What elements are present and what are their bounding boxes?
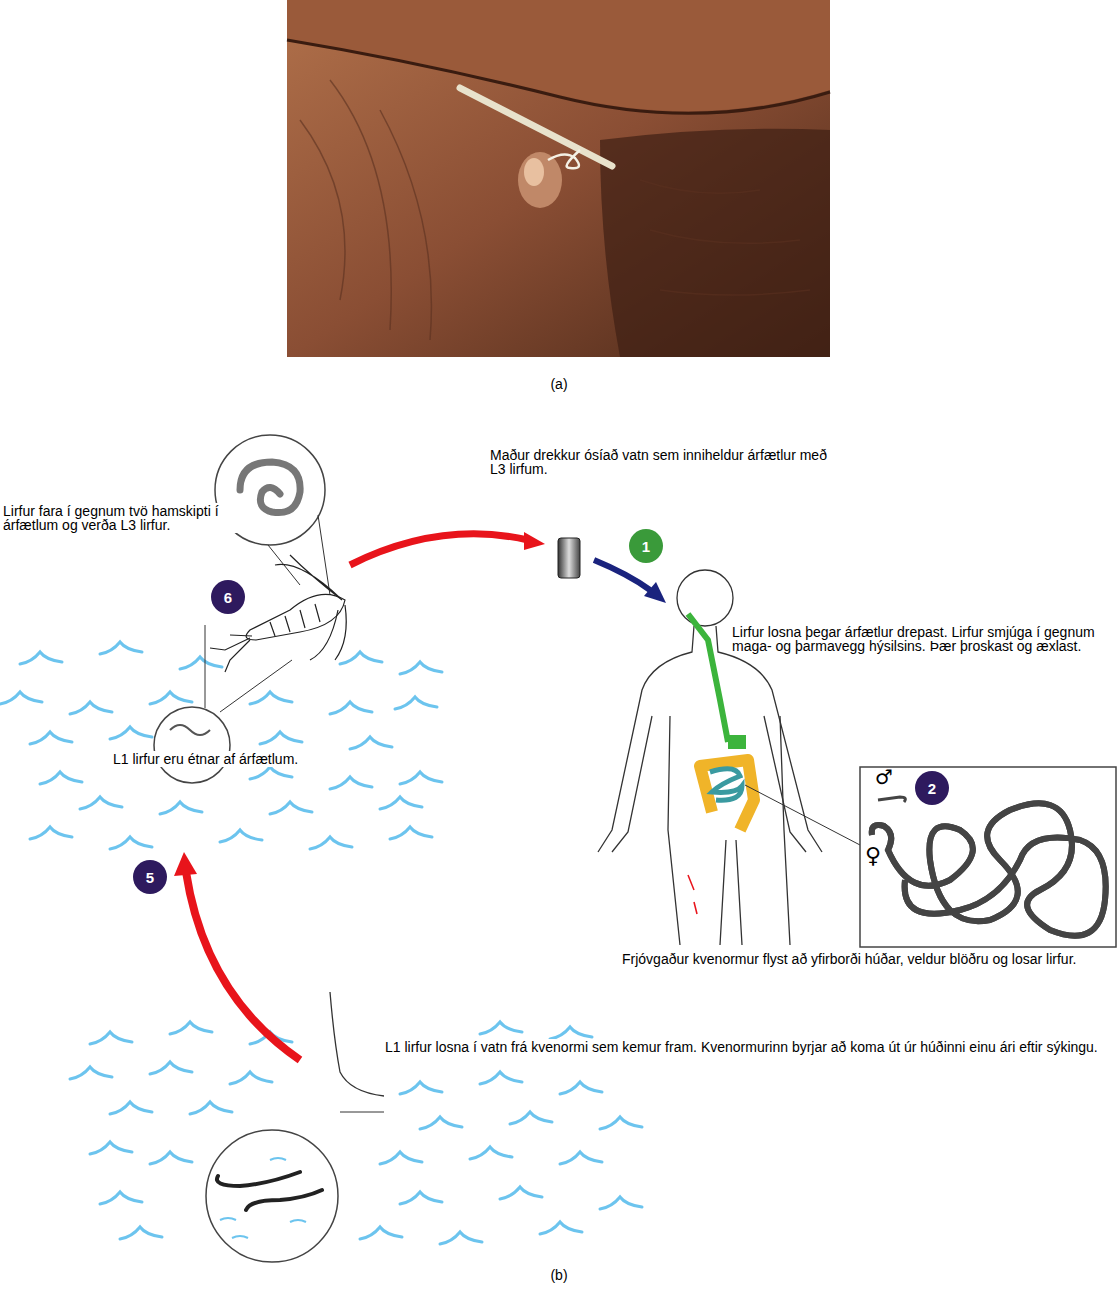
callout-circle: 1: [629, 529, 663, 563]
figure-label: (b): [529, 1267, 589, 1283]
step-note: Frjóvgaður kvenormur flyst að yfirborði …: [620, 951, 1114, 967]
callout-number: 1: [629, 538, 663, 555]
female-worm: [872, 803, 1106, 935]
sex-symbol: ♀: [863, 844, 889, 868]
step-note: L1 lirfur losna í vatn frá kvenormi sem …: [383, 1039, 1103, 1055]
callout-number: 2: [915, 780, 949, 797]
photo: [287, 0, 830, 357]
callout-circle: 6: [211, 580, 245, 614]
copepod: [210, 555, 346, 672]
step-note: Lirfur fara í gegnum tvö hamskipti í árf…: [1, 503, 253, 533]
callout-number: 6: [211, 589, 245, 606]
step-note: Lirfur losna þegar árfætlur drepast. Lir…: [730, 624, 1114, 654]
step-note: L1 lirfur eru étnar af árfætlum.: [111, 751, 327, 767]
callout-circle: 5: [133, 860, 167, 894]
step-note: Maður drekkur ósíað vatn sem inniheldur …: [488, 447, 848, 477]
figure-label: (a): [529, 376, 589, 392]
callout-circle: 2: [915, 771, 949, 805]
callout-number: 5: [133, 869, 167, 886]
sex-symbol: ♂: [873, 766, 897, 788]
